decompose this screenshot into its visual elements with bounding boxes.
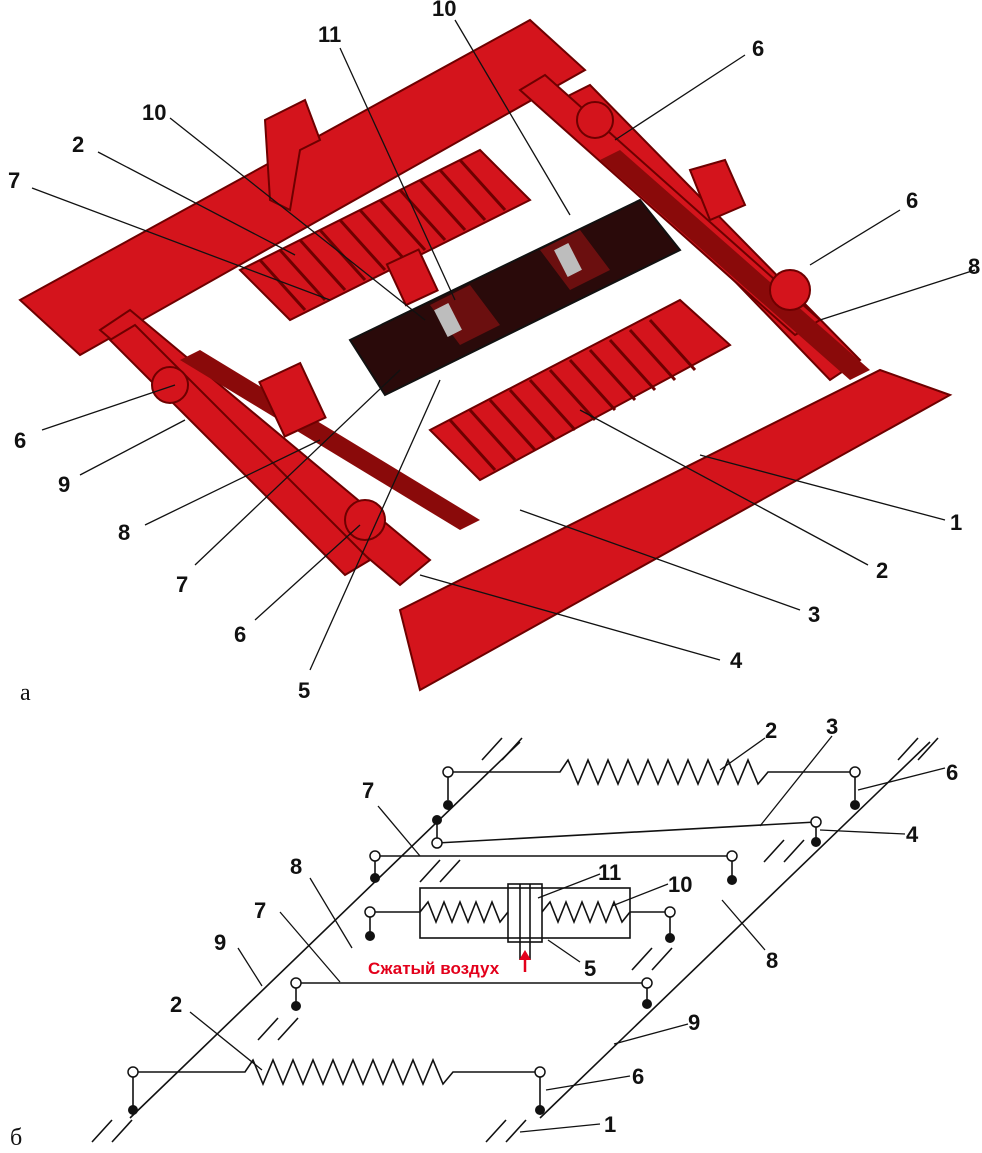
fig-a-label: 9 — [58, 472, 70, 497]
fig-b-label: 11 — [598, 860, 621, 885]
pneumatic-cylinder — [348, 198, 682, 397]
fig-b-label: 6 — [632, 1064, 644, 1089]
fig-a-label: 10 — [142, 100, 166, 125]
figure-b-labels: 2 3 6 7 4 11 10 8 8 9 7 5 2 9 6 1 б — [10, 714, 958, 1151]
fig-b-label: 2 — [170, 992, 182, 1017]
fig-a-label: 2 — [876, 558, 888, 583]
mechanism-illustration — [18, 18, 953, 692]
fig-a-label: 5 — [298, 678, 310, 703]
rod-3 — [436, 821, 817, 844]
open-pins — [127, 766, 861, 1078]
fig-a-label: 7 — [176, 572, 188, 597]
lower-spring — [428, 298, 732, 482]
figure-b-leaders — [189, 735, 946, 1133]
fig-a-label: 10 — [432, 0, 456, 21]
figure-a-labels: 10 11 6 10 2 7 6 8 6 9 8 7 6 5 4 3 2 1 а — [8, 0, 980, 706]
figure-b-sublabel: б — [10, 1125, 22, 1151]
fig-b-label: 7 — [254, 898, 266, 923]
shafts — [108, 73, 870, 577]
figure-a-leaders — [31, 19, 976, 671]
fig-a-label: 3 — [808, 602, 820, 627]
fig-b-label: 4 — [906, 822, 919, 847]
fig-a-label: 4 — [730, 648, 743, 673]
fig-b-label: 8 — [290, 854, 302, 879]
compressed-air-label: Сжатый воздух — [368, 959, 500, 978]
rear-plate — [18, 18, 587, 357]
bearings — [91, 737, 939, 1143]
fig-b-label: 1 — [604, 1112, 616, 1137]
pneumatic-cylinder-schematic — [370, 883, 670, 960]
fig-b-label: 9 — [688, 1010, 700, 1035]
fig-a-label: 8 — [968, 254, 980, 279]
shaft-right — [539, 741, 931, 1119]
fig-a-label: 8 — [118, 520, 130, 545]
shaft-pins — [128, 800, 860, 1115]
fig-b-label: 2 — [765, 718, 777, 743]
fig-a-label: 6 — [14, 428, 26, 453]
fig-a-label: 1 — [950, 510, 962, 535]
fig-a-label: 7 — [8, 168, 20, 193]
fig-a-label: 6 — [234, 622, 246, 647]
fig-b-label: 5 — [584, 956, 596, 981]
fig-a-label: 6 — [906, 188, 918, 213]
front-plate — [398, 368, 953, 692]
fig-a-label: 6 — [752, 36, 764, 61]
fig-b-label: 3 — [826, 714, 838, 739]
lower-spring-2 — [133, 1057, 540, 1087]
levers — [151, 98, 811, 541]
fig-b-label: 7 — [362, 778, 374, 803]
upper-spring-2 — [448, 757, 855, 787]
fig-a-label: 11 — [318, 22, 341, 47]
fig-a-label: 2 — [72, 132, 84, 157]
figure-a-sublabel: а — [20, 680, 31, 706]
crank-links — [132, 772, 856, 1110]
fig-b-label: 10 — [668, 872, 692, 897]
fig-b-label: 9 — [214, 930, 226, 955]
fig-b-label: 6 — [946, 760, 958, 785]
air-arrow-icon — [519, 950, 531, 972]
shaft-left — [129, 741, 521, 1119]
kinematic-schematic: Сжатый воздух — [91, 737, 939, 1143]
fig-b-label: 8 — [766, 948, 778, 973]
